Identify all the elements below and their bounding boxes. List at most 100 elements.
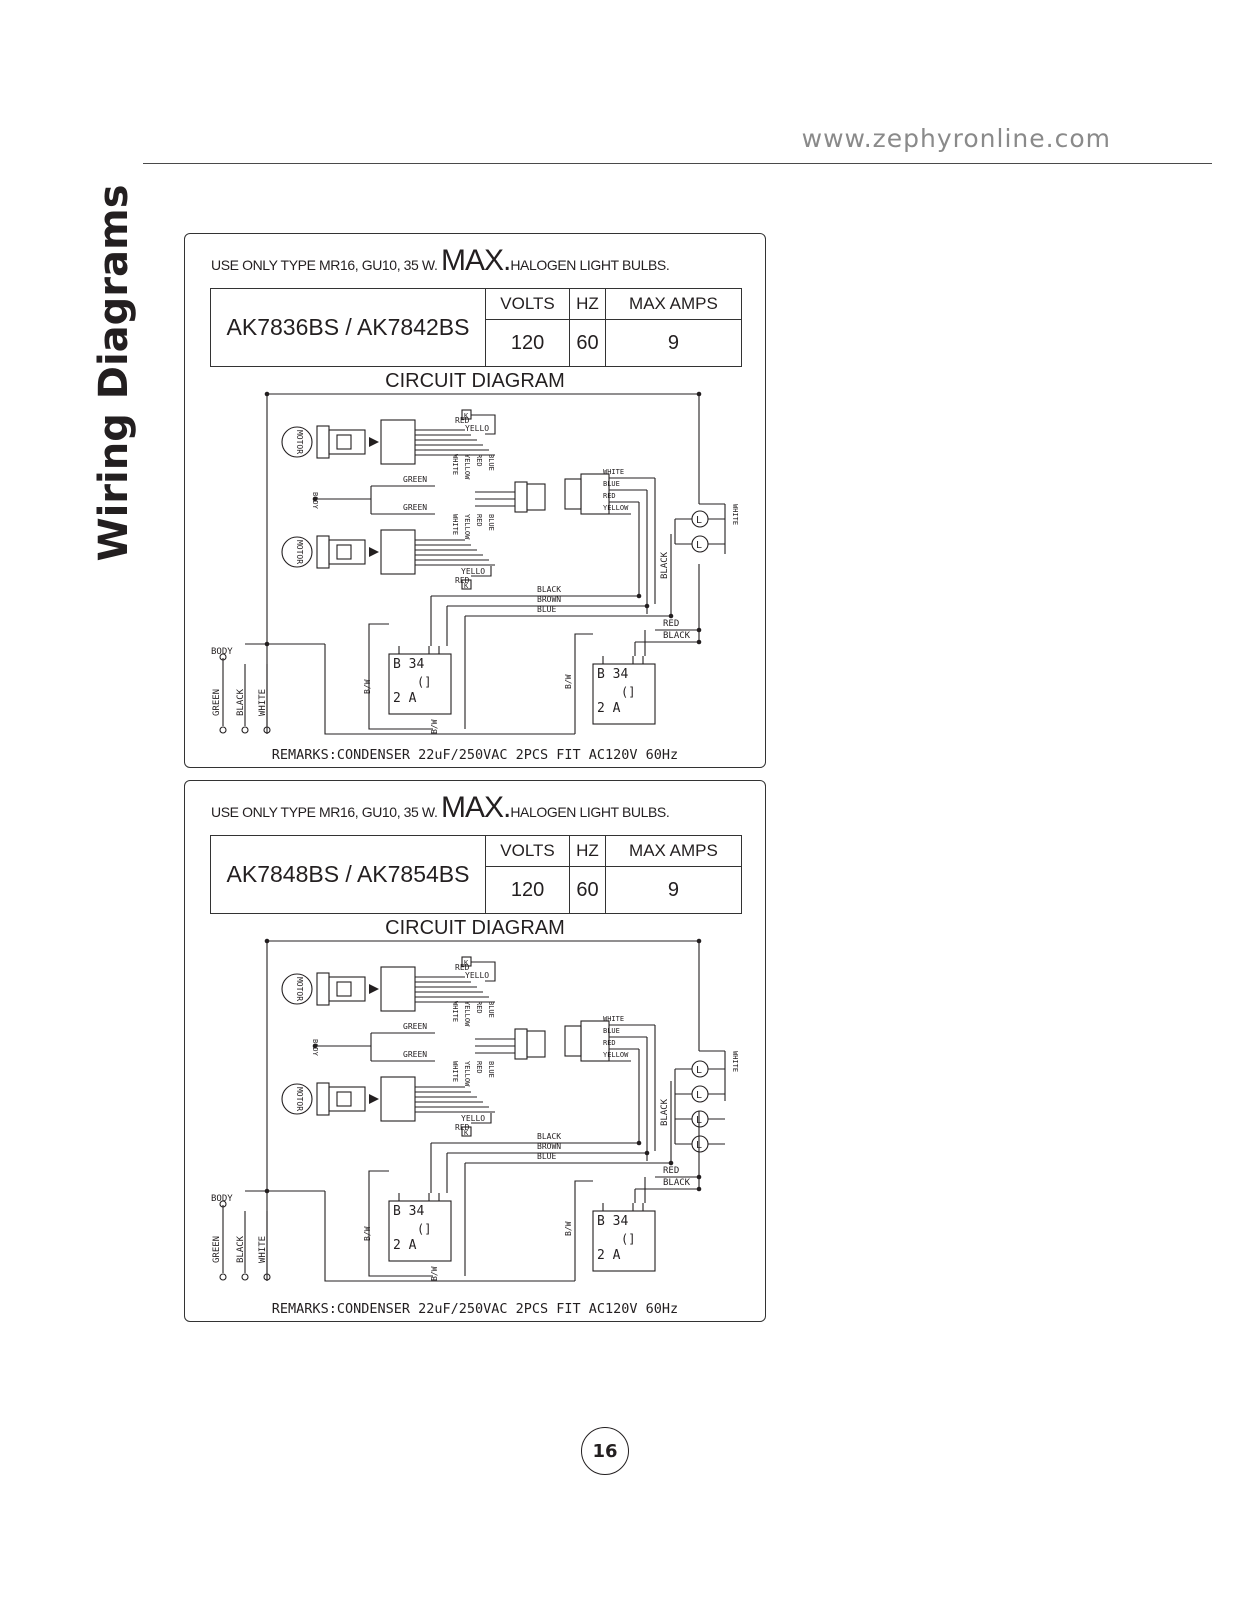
wire-label-bw: B/W (564, 1221, 573, 1236)
wire-label-vertical: YELLOW (463, 1061, 471, 1087)
switch-icon (461, 579, 472, 590)
motor-icon (281, 973, 313, 1005)
terminal-icon (241, 726, 249, 734)
website-url[interactable]: www.zephyronline.com (801, 124, 1111, 153)
junction-dot (668, 1160, 674, 1166)
junction-dot (312, 496, 318, 502)
motor-label: MOTOR (295, 977, 304, 1001)
switch-label: K (464, 412, 469, 420)
capacitor-terminal-bottom: 2 A (393, 1238, 417, 1253)
switch-label: K (464, 582, 469, 590)
circuit-title: CIRCUIT DIAGRAM (385, 917, 565, 939)
wire-label-yellow: YELLO (465, 424, 489, 433)
wire-label-green: GREEN (403, 475, 427, 484)
wire-label-vertical: YELLOW (463, 1001, 471, 1027)
wire-label-vertical: RED (475, 454, 483, 467)
wire-label-right: WHITE (603, 1015, 624, 1023)
spec-table: AK7836BS / AK7842BS VOLTS HZ MAX AMPS 12… (210, 288, 743, 367)
connector-pin-icon (336, 434, 352, 450)
wire-label-bw: B/W (430, 719, 439, 734)
bulb-note: USE ONLY TYPE MR16, GU10, 35 W. MAX.HALO… (211, 244, 670, 278)
motor-plug-icon (316, 535, 330, 569)
motor-icon (281, 536, 313, 568)
circuit-diagram: MOTORMOTORREDKYELLOREDKYELLOBODYGREENGRE… (211, 391, 739, 735)
wire-label-white: WHITE (731, 504, 739, 525)
capacitor-icon (592, 1210, 656, 1272)
capacitor-icon (388, 653, 452, 715)
terminal-icon (219, 1200, 227, 1208)
terminal-label-black: BLACK (236, 688, 246, 716)
motor-icon (281, 426, 313, 458)
wire-label-right: RED (603, 1039, 616, 1047)
wire-label-red: RED (663, 619, 679, 629)
wire-label-vertical: RED (475, 1001, 483, 1014)
wire-label-black: BLACK (660, 551, 670, 579)
connector-icon (380, 966, 416, 1012)
junction-dot (644, 1150, 650, 1156)
connector-icon (580, 1020, 610, 1062)
wire-label-black: BLACK (537, 585, 561, 594)
terminal-label-green: GREEN (212, 1236, 222, 1263)
capacitor-symbol: (] (417, 675, 431, 689)
wire-label-bw: B/W (363, 679, 372, 694)
volts-header: VOLTS (484, 835, 571, 867)
wire-label-brown: BROWN (537, 595, 561, 604)
connector-icon (514, 1028, 528, 1060)
connector-icon (514, 481, 528, 513)
wire-label-white: WHITE (731, 1051, 739, 1072)
wire-label-vertical: YELLOW (463, 454, 471, 480)
wire-label-vertical: RED (475, 1061, 483, 1074)
wire-label-vertical: WHITE (451, 1061, 459, 1082)
model-name: AK7836BS / AK7842BS (210, 288, 486, 367)
connector-icon (328, 539, 366, 565)
wire-label-red: RED (455, 963, 470, 972)
wire-label-vertical: WHITE (451, 514, 459, 535)
terminal-icon (263, 726, 271, 734)
connector-icon (526, 1030, 546, 1058)
capacitor-terminal-top: B 34 (597, 667, 628, 682)
junction-dot (636, 1140, 642, 1146)
connector-pin-icon (336, 544, 352, 560)
max-amps-header: MAX AMPS (604, 835, 743, 867)
switch-label: K (464, 1129, 469, 1137)
wire-label-green: GREEN (403, 1022, 427, 1031)
remarks: REMARKS:CONDENSER 22uF/250VAC 2PCS FIT A… (271, 1301, 679, 1317)
lamp-label: L (696, 515, 702, 526)
capacitor-icon (592, 663, 656, 725)
lamp-label: L (696, 1065, 702, 1076)
model-name: AK7848BS / AK7854BS (210, 835, 486, 914)
switch-label: K (464, 959, 469, 967)
connector-icon (380, 1076, 416, 1122)
volts-value: 120 (484, 866, 571, 914)
wire-label-yellow: YELLO (461, 567, 485, 576)
connector-icon (328, 976, 366, 1002)
wire-label-right: YELLOW (603, 1051, 629, 1059)
bulb-note-max: MAX. (440, 244, 511, 277)
capacitor-symbol: (] (621, 685, 635, 699)
capacitor-terminal-top: B 34 (597, 1214, 628, 1229)
terminal-icon (219, 653, 227, 661)
wire-label-bw: B/W (564, 674, 573, 689)
wire (324, 644, 575, 735)
arrow-icon (369, 547, 379, 557)
body-label: BODY (211, 1194, 233, 1204)
connector-icon (564, 1025, 582, 1057)
terminal-icon (263, 1273, 271, 1281)
connector-icon (380, 419, 416, 465)
connector-icon (564, 478, 582, 510)
body-label: BODY (211, 647, 233, 657)
max-amps-value: 9 (604, 866, 743, 914)
section-title: Wiring Diagrams (91, 184, 137, 562)
wire (324, 1191, 575, 1282)
wire (471, 566, 492, 577)
wire-label-brown: BROWN (537, 1142, 561, 1151)
wire-label-vertical: BLUE (487, 1001, 495, 1018)
body-label: BODY (311, 1039, 319, 1057)
junction-dot (636, 593, 642, 599)
arrow-icon (369, 437, 379, 447)
wire-label-vertical: YELLOW (463, 514, 471, 540)
connector-icon (580, 473, 610, 515)
wire-label-black: BLACK (663, 631, 691, 641)
terminal-icon (219, 726, 227, 734)
wire (471, 961, 496, 982)
